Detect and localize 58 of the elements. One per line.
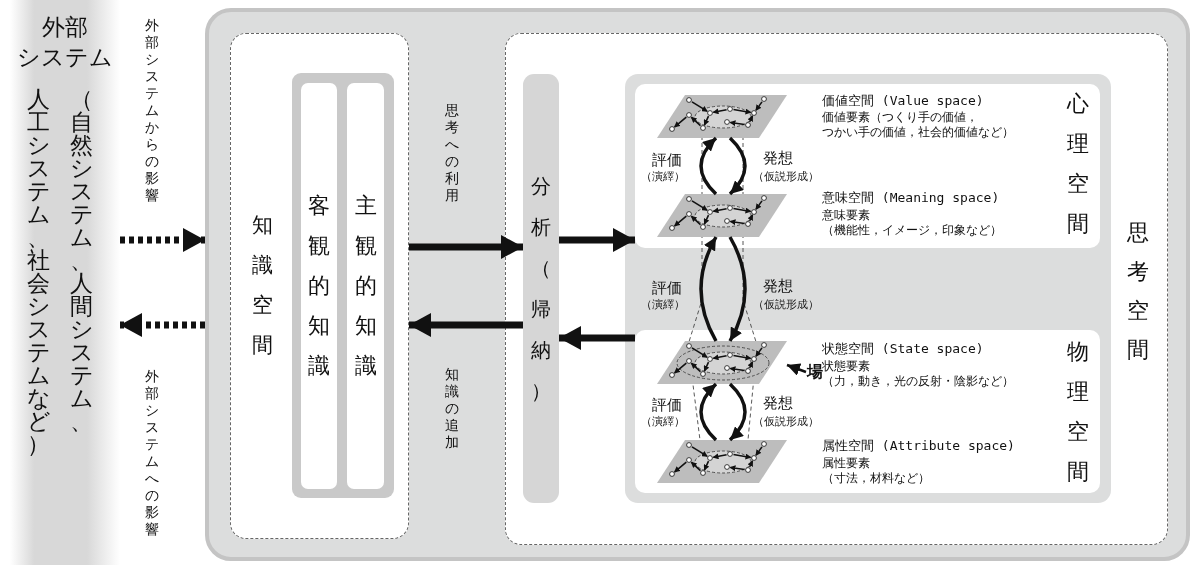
network-plane-drawing	[657, 194, 787, 237]
cycle-label: 発想	[763, 149, 793, 167]
arrow	[559, 326, 635, 350]
space-description: （寸法，材料など）	[822, 470, 930, 486]
arrow	[120, 313, 205, 337]
space-label: 思考空間	[1126, 219, 1150, 364]
arrow	[120, 228, 205, 252]
space-label: 知識空間	[250, 212, 274, 359]
space-title: 属性空間 (Attribute space)	[822, 438, 1015, 454]
cycle-label: 評価	[652, 279, 682, 297]
network-plane-drawing	[657, 440, 787, 483]
space-panel	[635, 330, 1100, 493]
knowledge-column: 主観的知識	[347, 83, 384, 489]
cycle-arrow	[728, 136, 747, 196]
arrow	[409, 313, 523, 337]
space-label: 心理空間	[1066, 90, 1090, 238]
space-description: 状態要素	[822, 358, 870, 373]
knowledge-column: 客観的知識	[301, 83, 337, 489]
network-plane-drawing	[657, 341, 787, 384]
cycle-label: （演繹）	[641, 298, 685, 312]
cycle-label: （演繹）	[641, 170, 685, 184]
cycle-arrow	[699, 382, 718, 442]
cycle-arrow	[699, 236, 718, 342]
space-description: （力，動き，光の反射・陰影など）	[822, 373, 1014, 389]
space-description: 属性要素	[822, 455, 870, 471]
cycle-label: 評価	[652, 396, 682, 414]
space-title: 状態空間 (State space)	[822, 341, 984, 357]
cycle-arrow	[728, 382, 747, 442]
network-plane-drawing	[657, 95, 787, 138]
cycle-label: （仮説形成）	[753, 415, 819, 429]
band-text: （自然システム、人間システム、人工システム、社会システムなど）	[26, 88, 94, 456]
arrow	[559, 228, 635, 252]
analysis-bar: 分析（帰納）	[523, 74, 559, 503]
cycle-arrow	[728, 236, 747, 342]
thinking-space-box	[505, 33, 1168, 545]
cycle-label: （仮説形成）	[753, 170, 819, 184]
edge-label: 外部システムからの影響	[144, 16, 160, 204]
space-title: 意味空間 (Meaning space)	[822, 190, 1000, 206]
band-heading: 外部システム	[17, 13, 113, 72]
cycle-label: 発想	[763, 394, 793, 412]
cycle-label: （演繹）	[641, 415, 685, 429]
space-description: 価値要素（つくり手の価値，つかい手の価値，社会的価値など）	[822, 110, 1014, 140]
edge-label: 外部システムへの影響	[144, 368, 160, 538]
space-description: （機能性，イメージ，印象など）	[822, 222, 1002, 238]
knowledge-space-box	[230, 33, 409, 539]
edge-label: 知識の追加	[444, 365, 460, 451]
system-frame	[205, 8, 1190, 561]
edge-label: 思考への利用	[444, 102, 460, 204]
cycle-arrow	[699, 136, 718, 196]
space-label: 物理空間	[1066, 338, 1090, 486]
cycle-label: 発想	[763, 277, 793, 295]
cycle-label: 評価	[652, 151, 682, 169]
leader-arrow	[786, 363, 807, 376]
cycle-label: （仮説形成）	[753, 298, 819, 312]
space-panel	[635, 84, 1100, 248]
arrow	[409, 235, 523, 259]
space-title: 価値空間 (Value space)	[822, 93, 984, 109]
space-description: 意味要素	[822, 207, 870, 223]
